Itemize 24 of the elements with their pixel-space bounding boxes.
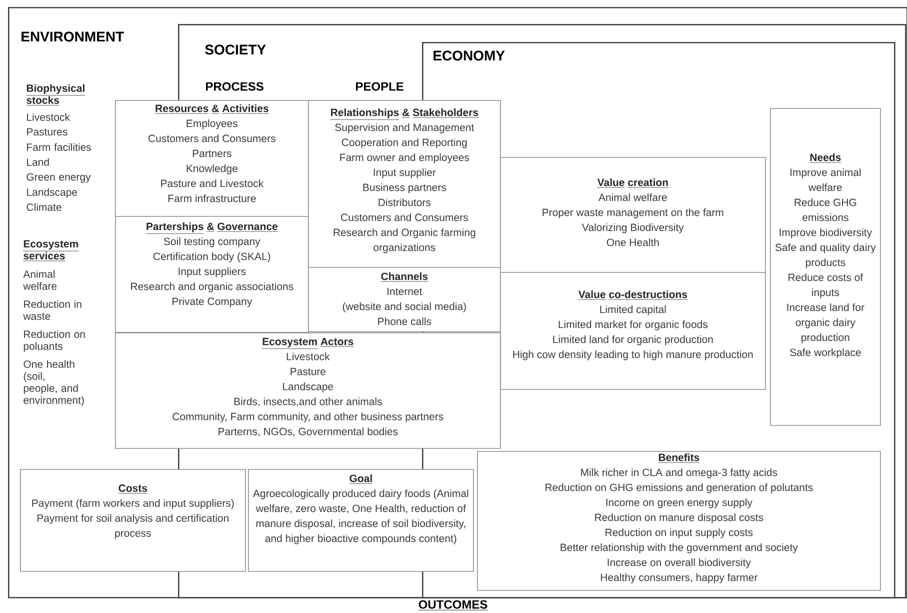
info-box: Value creation Animal welfare Proper waste management on the farm Valorizing Biodiversity One Health [500,157,766,273]
info-box: Costs Payment (farm workers and input suppliers) Payment for soil analysis and certification process [20,469,246,572]
section-label: OUTCOMES [418,600,488,610]
info-box: Needs Improve animal welfare Reduce GHG emissions Improve biodiversity Safe and quality dairy products Reduce costs of inputs Increase land for organic dairy production Safe workplace [770,108,881,426]
info-box: Parterships & Governance Soil testing company Certification body (SKAL) Input suppliers Research and organic associations Private Company [115,216,309,333]
info-box: Resources & Activities Employees Customers and Consumers Partners Knowledge Pasture and Livestock Farm infrastructure [115,100,309,217]
info-box: Benefits Milk richer in CLA and omega-3 fatty acids Reduction on GHG emissions and generation of polutants Income on green energy supply Reduction on manure disposal costs Reduction on input supply costs Better relationship with the government and society Increase on overall biodiversity Healthy consumers, happy farmer [477,451,881,591]
list-item: Green energy [26,173,91,183]
info-box: Goal Agroecologically produced dairy foods (Animal welfare, zero waste, One Health, reduction of manure disposal, increase of soil biodiversity, and higher bioactive compounds content) [248,469,474,572]
list-item: Landscape [27,188,78,198]
list-item: Animal welfare [23,270,57,290]
list-item: Pastures [27,128,68,136]
list-item: Climate [26,203,62,211]
list-heading: Biophysical stocks [26,84,86,106]
list-item: Reduction on poluants [24,330,85,352]
list-item: One health (soil, people, and environment) [24,360,84,406]
list-item: Reduction in waste [23,300,82,320]
column-heading: PROCESS [206,82,264,91]
column-heading: PEOPLE [356,82,404,91]
list-item: Livestock [27,113,70,121]
list-item: Farm facilities [27,143,91,151]
list-item: Land [27,158,49,166]
info-box: Channels Internet (website and social media) Phone calls [308,267,501,332]
list-heading: Ecosystem services [23,240,79,262]
